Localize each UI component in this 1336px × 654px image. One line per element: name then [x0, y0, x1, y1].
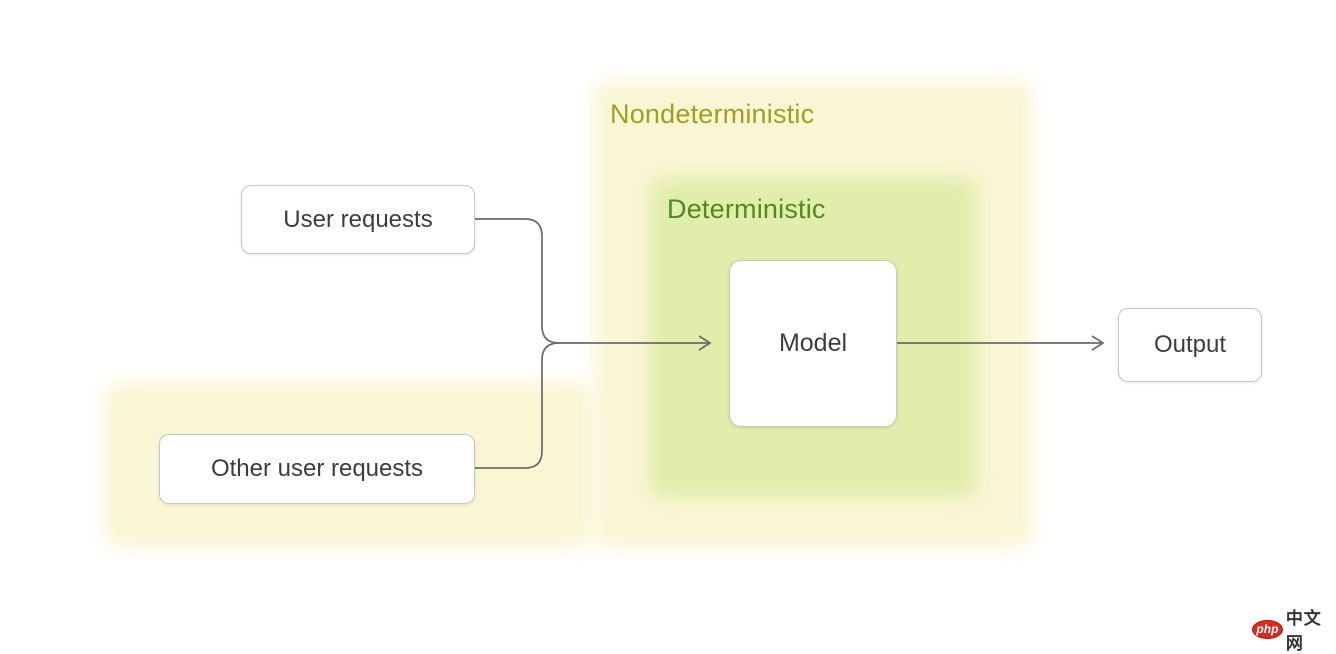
watermark-site-text: 中文网: [1285, 609, 1322, 653]
php-logo-icon: php: [1252, 619, 1283, 639]
user-requests-node: User requests: [241, 185, 475, 254]
output-label: Output: [1153, 331, 1227, 358]
nondeterministic-label: Nondeterministic: [610, 99, 815, 129]
arrow-head-icon: [1091, 335, 1105, 351]
connector-user-requests-to-merge: [473, 218, 560, 344]
model-label: Model: [778, 329, 848, 357]
other-user-requests-label: Other user requests: [210, 455, 424, 482]
watermark: php 中文网: [1252, 604, 1336, 654]
deterministic-label: Deterministic: [667, 194, 826, 224]
user-requests-label: User requests: [283, 205, 433, 233]
output-node: Output: [1118, 308, 1262, 382]
model-node: Model: [729, 260, 897, 427]
other-user-requests-node: Other user requests: [159, 434, 475, 504]
